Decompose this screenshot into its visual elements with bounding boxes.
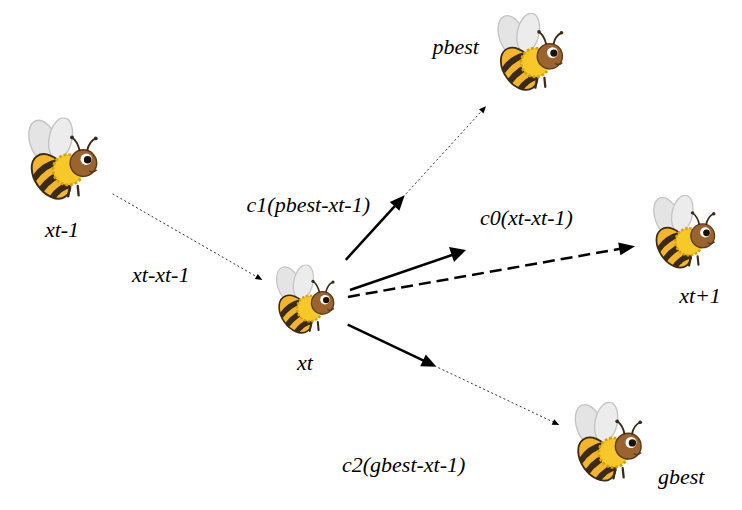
edge-label: c1(pbest-xt-1) <box>245 192 372 218</box>
vector-label: c0(xt-xt-1) <box>478 205 575 231</box>
arrow-head <box>479 106 486 113</box>
bee-node: xt-1 <box>15 115 110 215</box>
arrow-head <box>390 195 405 210</box>
bee-label: xt-1 <box>45 217 79 243</box>
solid-shaft <box>348 325 426 362</box>
bee-picture <box>562 402 654 494</box>
arrow-head <box>420 355 436 367</box>
arrow-head <box>552 419 560 425</box>
c0-arrow <box>350 247 466 290</box>
bee-picture <box>638 195 730 280</box>
dotted-shaft <box>438 368 553 423</box>
bee-label: xt+1 <box>679 283 721 309</box>
bee-node: gbest <box>562 402 654 494</box>
edge-label: xt-xt-1 <box>130 262 191 288</box>
vector-connector <box>348 243 635 297</box>
arrow-head <box>618 243 635 256</box>
arrow-head <box>255 274 263 280</box>
c0-head <box>449 247 466 262</box>
vector-connector <box>346 106 486 260</box>
bee-node: pbest <box>485 12 575 104</box>
bee-picture <box>265 262 345 347</box>
bee-node: xt <box>265 262 345 347</box>
dotted-shaft <box>406 111 482 194</box>
bee-label: xt <box>297 350 313 376</box>
bee-label: pbest <box>433 34 479 60</box>
bee-picture <box>15 115 110 215</box>
vector-connector <box>348 325 560 425</box>
edge-label: c2(gbest-xt-1) <box>340 452 467 478</box>
c0-shaft <box>350 255 452 290</box>
bee-picture <box>485 12 575 104</box>
dashed-shaft <box>348 249 621 297</box>
bee-label: gbest <box>658 464 704 490</box>
bee-node: xt+1 <box>638 195 730 280</box>
